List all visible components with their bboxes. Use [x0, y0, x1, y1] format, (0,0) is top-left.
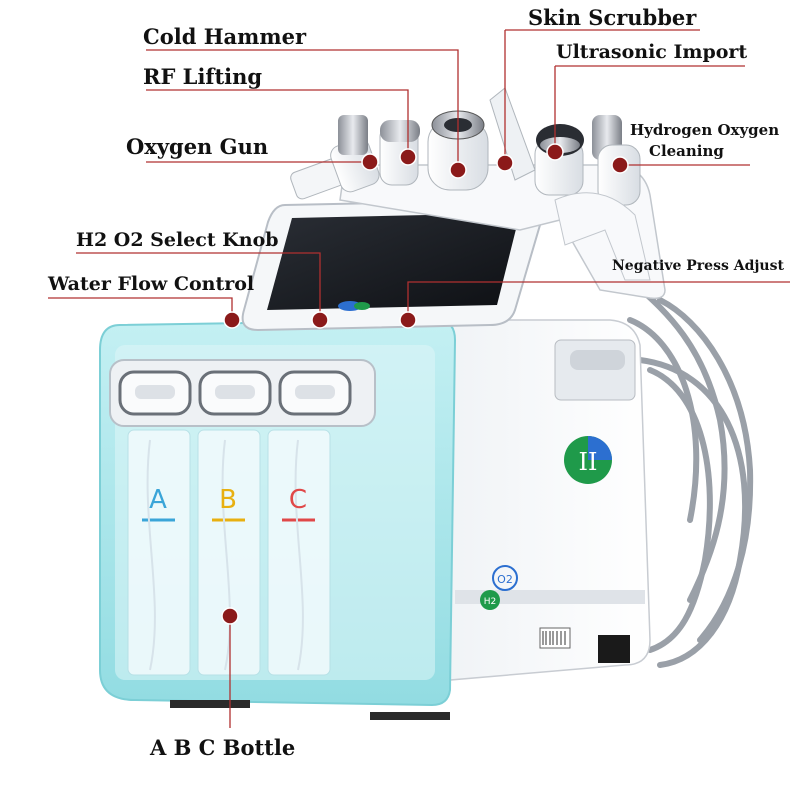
bottle-b-letter: B — [219, 485, 237, 515]
display-screen — [267, 213, 520, 310]
label-skin-scrubber: Skin Scrubber — [528, 5, 697, 30]
screen-unit — [241, 198, 542, 332]
logo-numeral: II — [579, 448, 598, 476]
marker-water-flow-control[interactable] — [223, 311, 241, 329]
foot-left — [170, 700, 250, 708]
bottle-knobs — [118, 370, 352, 416]
h2-mark-text: H2 — [484, 597, 497, 607]
handpieces — [290, 87, 651, 281]
label-hydrogen-oxygen-line2: Cleaning — [649, 142, 724, 160]
label-cold-hammer: Cold Hammer — [143, 24, 307, 49]
label-water-flow-control: Water Flow Control — [48, 273, 255, 295]
main-body — [444, 319, 651, 681]
marker-oxygen-gun[interactable] — [361, 153, 379, 171]
h2o2-mark: O2 H2 — [480, 565, 518, 610]
label-h2o2-select-knob: H2 O2 Select Knob — [76, 229, 279, 251]
marker-ultrasonic-import[interactable] — [546, 143, 564, 161]
marker-hydrogen-oxygen-cleaning[interactable] — [611, 156, 629, 174]
hoses — [617, 267, 754, 668]
label-oxygen-gun: Oxygen Gun — [126, 134, 269, 159]
marker-negative-press-adjust[interactable] — [399, 311, 417, 329]
marker-skin-scrubber[interactable] — [496, 154, 514, 172]
label-rf-lifting: RF Lifting — [143, 64, 263, 89]
marker-h2o2-select-knob[interactable] — [311, 311, 329, 329]
marker-cold-hammer[interactable] — [449, 161, 467, 179]
leader-lines — [48, 29, 790, 728]
label-ultrasonic-import: Ultrasonic Import — [556, 41, 748, 63]
marker-rf-lifting[interactable] — [399, 148, 417, 166]
foot-right — [370, 712, 450, 720]
label-hydrogen-oxygen-line1: Hydrogen Oxygen — [630, 121, 780, 139]
bottle-c-letter: C — [289, 485, 307, 515]
markers — [221, 143, 629, 625]
marker-abc-bottle[interactable] — [221, 607, 239, 625]
label-negative-press-adjust: Negative Press Adjust — [612, 258, 784, 274]
bottles — [127, 429, 331, 676]
brand-logo: II — [564, 436, 612, 484]
bottle-a-letter: A — [149, 485, 167, 515]
label-abc-bottle: A B C Bottle — [150, 735, 296, 760]
o2-mark-text: O2 — [497, 573, 513, 586]
